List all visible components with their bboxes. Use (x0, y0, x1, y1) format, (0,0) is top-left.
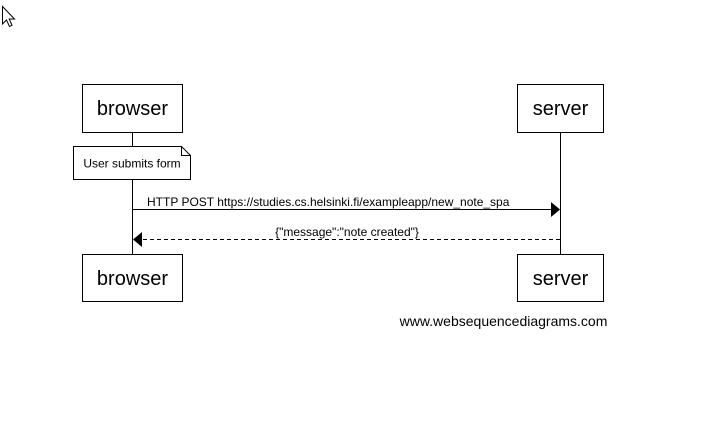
watermark-text: www.websequencediagrams.com (399, 313, 608, 329)
note-user-submits-form: User submits form (73, 146, 191, 180)
participant-label: server (533, 98, 589, 120)
message-label: {"message":"note created"} (275, 225, 419, 239)
message-label: HTTP POST https://studies.cs.helsinki.fi… (147, 195, 510, 209)
mouse-pointer-icon (2, 5, 16, 28)
participant-browser-bottom: browser (82, 254, 183, 302)
participant-label: browser (97, 98, 168, 120)
participant-browser-top: browser (82, 84, 183, 133)
message-note-created-response: {"message":"note created"} (133, 225, 560, 247)
note-text: User submits form (83, 157, 180, 171)
participant-label: browser (97, 268, 168, 290)
message-http-post: HTTP POST https://studies.cs.helsinki.fi… (133, 195, 560, 217)
participant-server-top: server (517, 84, 604, 133)
arrowhead-icon (133, 232, 142, 247)
participant-server-bottom: server (517, 254, 604, 302)
participant-label: server (533, 268, 589, 290)
arrowhead-icon (551, 202, 560, 217)
